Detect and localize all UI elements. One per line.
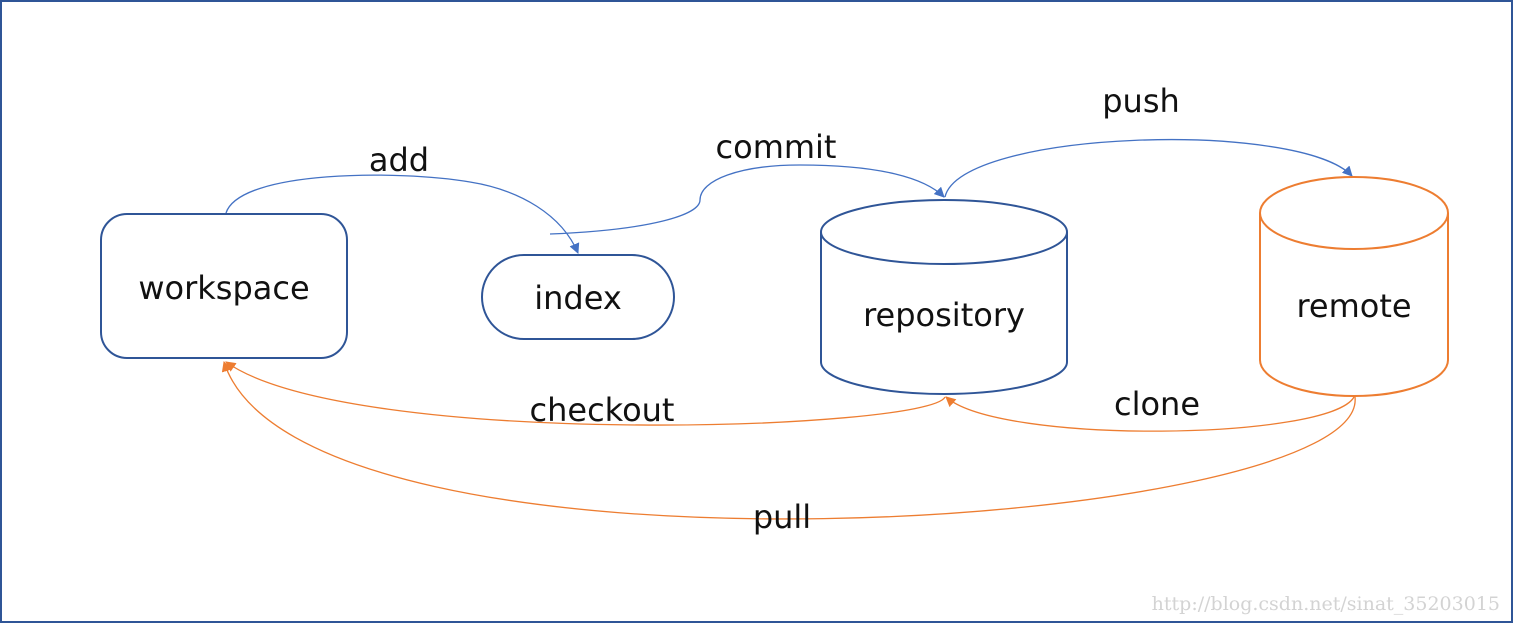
pull-label: pull — [753, 498, 811, 536]
repository-cylinder-body — [820, 232, 1068, 395]
remote-cylinder-top — [1259, 176, 1449, 250]
remote-node: remote — [1259, 176, 1449, 397]
add-arrow — [225, 174, 580, 254]
index-node: index — [481, 254, 675, 340]
remote-label: remote — [1296, 287, 1411, 325]
push-label: push — [1102, 82, 1180, 120]
add-label: add — [369, 141, 429, 179]
checkout-arrow — [225, 361, 946, 426]
workspace-box — [100, 213, 348, 359]
push-arrow — [944, 138, 1353, 198]
pull-arrow — [221, 361, 1356, 520]
clone-arrow — [945, 396, 1355, 432]
clone-label: clone — [1114, 385, 1200, 423]
workspace-node: workspace — [100, 213, 348, 359]
repository-label: repository — [863, 296, 1025, 334]
remote-cylinder-body — [1259, 213, 1449, 397]
watermark-url: http://blog.csdn.net/sinat_35203015 — [1152, 593, 1500, 615]
index-label: index — [534, 279, 622, 317]
repository-cylinder-top — [820, 199, 1068, 265]
commit-arrow — [549, 164, 945, 235]
commit-label: commit — [716, 128, 837, 166]
checkout-label: checkout — [530, 391, 675, 429]
repository-node: repository — [820, 199, 1068, 395]
workspace-label: workspace — [138, 269, 309, 307]
index-box — [481, 254, 675, 340]
